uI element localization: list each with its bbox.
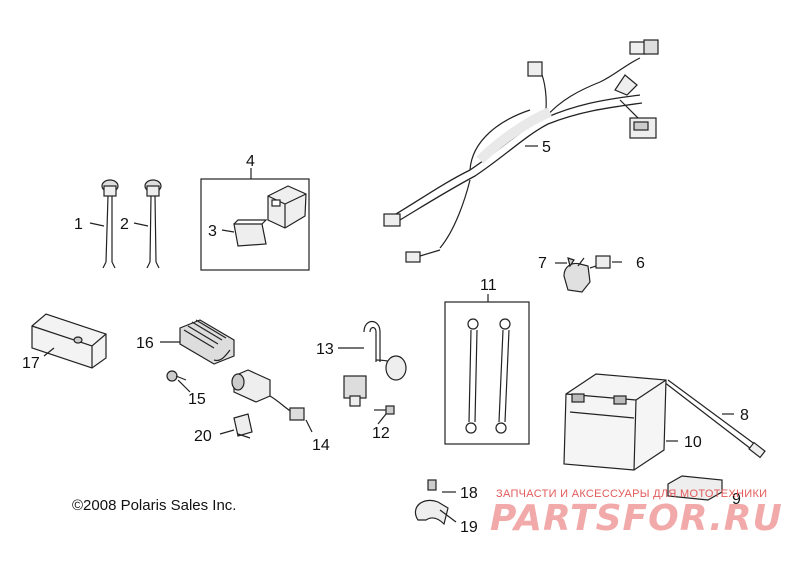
callout-2: 2: [120, 216, 129, 233]
part-2-switch[interactable]: [144, 179, 162, 269]
callout-9: 9: [732, 491, 741, 508]
part-5-wiring-harness[interactable]: [383, 39, 659, 263]
part-9-pad[interactable]: [667, 475, 723, 501]
callout-20: 20: [194, 428, 212, 445]
callout-17: 17: [22, 355, 40, 372]
part-1-switch[interactable]: [101, 179, 119, 269]
callout-6: 6: [636, 255, 645, 272]
callout-4: 4: [246, 153, 255, 170]
callout-1: 1: [74, 216, 83, 233]
part-17-cover[interactable]: [31, 313, 107, 369]
callout-11: 11: [480, 277, 497, 294]
part-16-regulator[interactable]: [179, 319, 235, 365]
watermark-brand: PARTSFOR.RU: [490, 498, 783, 539]
callout-10: 10: [684, 434, 702, 451]
part-3-relay[interactable]: [233, 219, 268, 247]
callout-8: 8: [740, 407, 749, 424]
part-19-clip[interactable]: [414, 499, 449, 526]
part-11-cable-right[interactable]: [495, 318, 511, 434]
part-10-battery[interactable]: [563, 373, 667, 471]
callout-3: 3: [208, 223, 217, 240]
callout-15: 15: [188, 391, 206, 408]
part-6-solenoid[interactable]: [563, 255, 611, 293]
callout-16: 16: [136, 335, 154, 352]
copyright-text: ©2008 Polaris Sales Inc.: [72, 497, 237, 514]
part-4-relay[interactable]: [267, 185, 307, 229]
callout-19: 19: [460, 519, 478, 536]
part-4-box: [200, 178, 310, 271]
watermark-tagline: ЗАПЧАСТИ И АКСЕССУАРЫ ДЛЯ МОТОТЕХНИКИ: [496, 488, 768, 500]
part-12-bolt[interactable]: [374, 405, 395, 415]
callout-13: 13: [316, 341, 334, 358]
callout-7: 7: [538, 255, 547, 272]
part-11-cable-left[interactable]: [465, 318, 479, 434]
callout-12: 12: [372, 425, 390, 442]
callout-14: 14: [312, 437, 330, 454]
callout-18: 18: [460, 485, 478, 502]
part-11-box: [444, 301, 530, 445]
callout-5: 5: [542, 139, 551, 156]
part-20-bracket[interactable]: [233, 413, 253, 439]
part-14-connector[interactable]: [231, 369, 305, 421]
part-15-bolt[interactable]: [166, 370, 187, 382]
part-18-bolt[interactable]: [427, 479, 437, 491]
part-13-coil[interactable]: [343, 320, 407, 407]
part-8-strap[interactable]: [663, 379, 766, 459]
